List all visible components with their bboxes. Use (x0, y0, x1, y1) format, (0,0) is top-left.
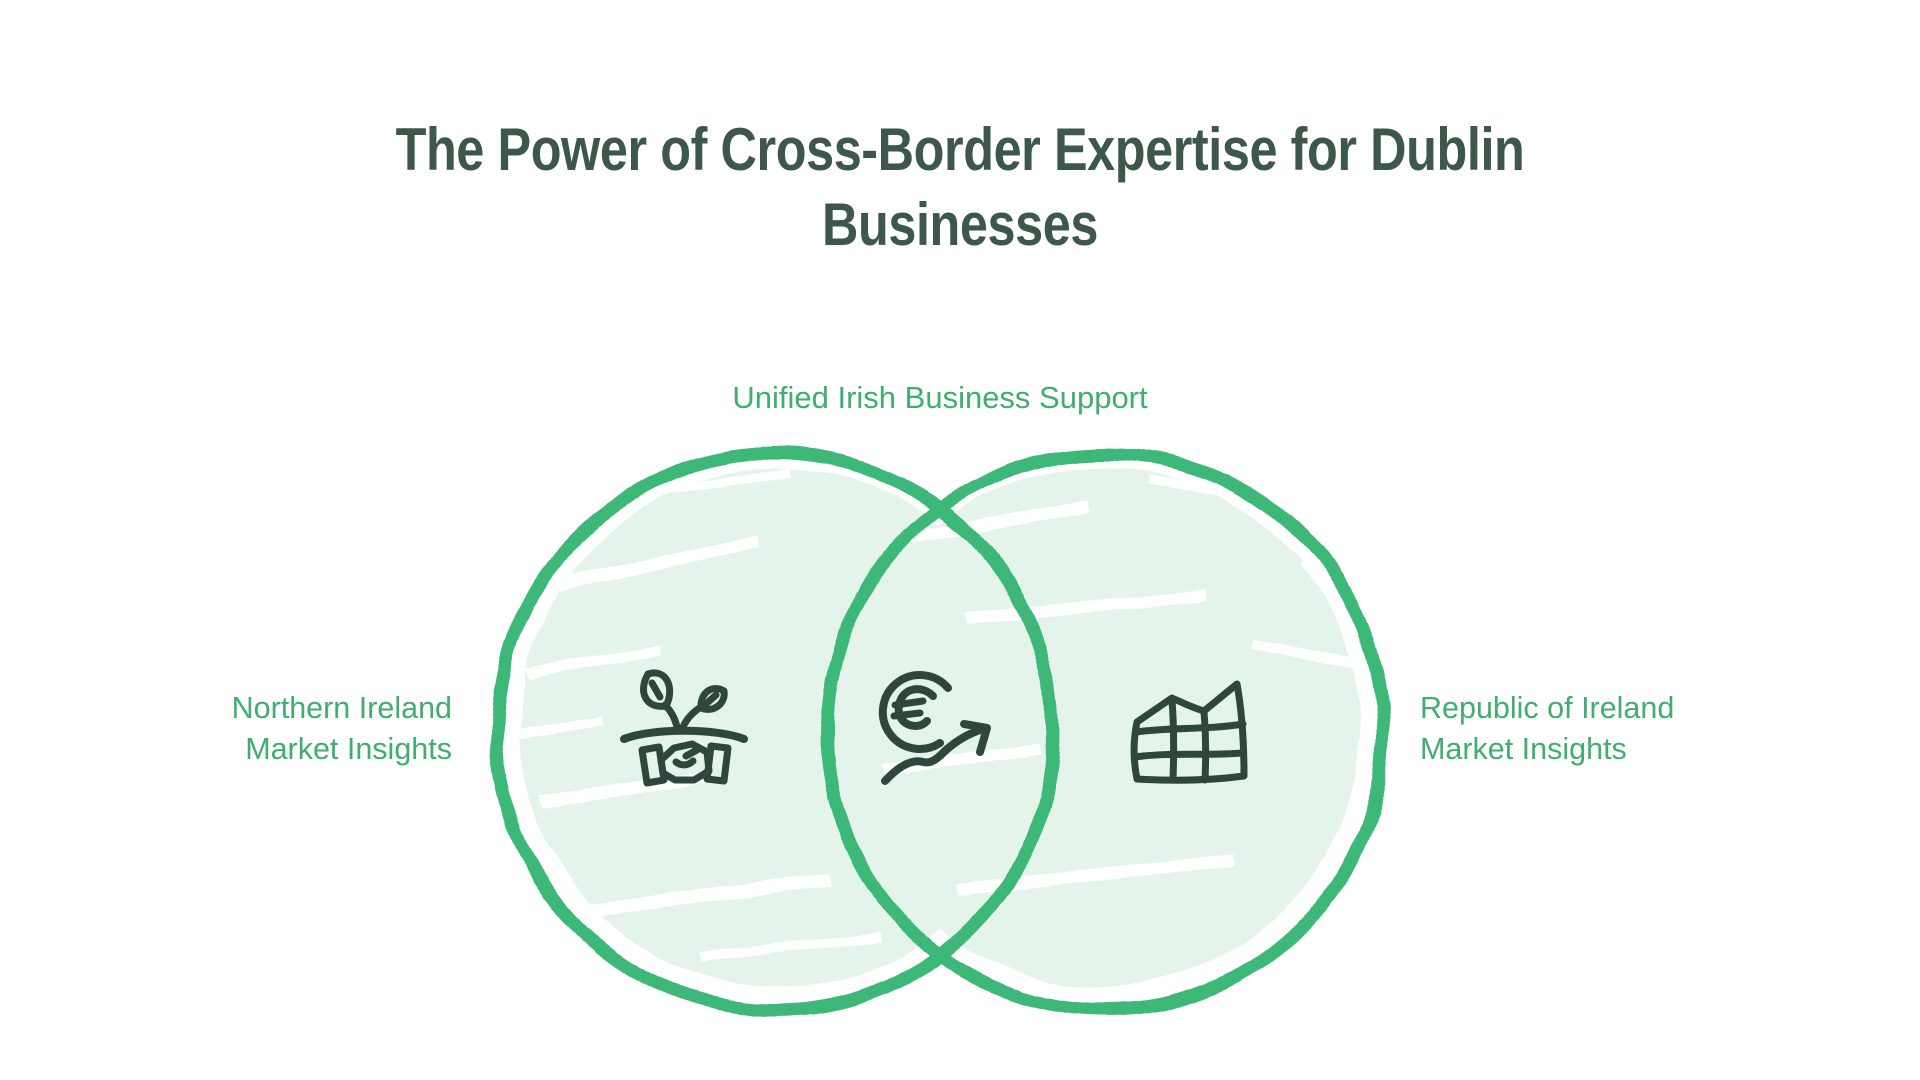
market-grid-icon (1130, 680, 1248, 784)
left-circle (490, 447, 1060, 1017)
left-circle-label: Northern Ireland Market Insights (100, 688, 452, 770)
left-circle-label-line-2: Market Insights (245, 732, 452, 766)
intersection-label: Unified Irish Business Support (732, 380, 1148, 415)
left-circle-label-line-1: Northern Ireland (231, 691, 452, 725)
page-title: The Power of Cross-Border Expertise for … (154, 112, 1767, 262)
right-circle (820, 447, 1390, 1017)
handshake-growth-icon (620, 669, 748, 787)
euro-growth-arrow-icon (878, 671, 991, 785)
page-title-line-2: Businesses (822, 191, 1098, 258)
right-circle-label-line-1: Republic of Ireland (1420, 691, 1675, 725)
page-title-line-1: The Power of Cross-Border Expertise for … (395, 116, 1525, 183)
left-circle-hatch (516, 469, 881, 962)
right-circle-label: Republic of Ireland Market Insights (1420, 688, 1820, 770)
right-circle-label-line-2: Market Insights (1420, 732, 1627, 766)
